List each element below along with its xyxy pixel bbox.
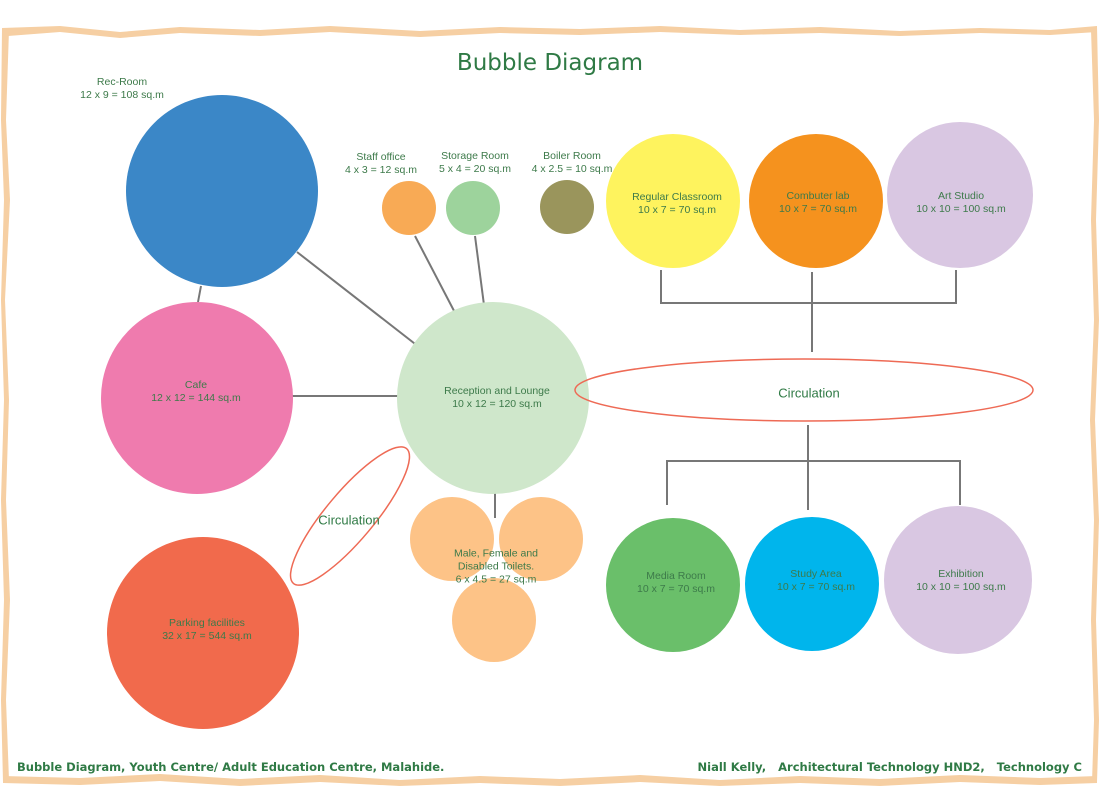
room-name: Male, Female and <box>453 547 539 560</box>
border-top <box>2 26 1097 38</box>
room-name-line2: Disabled Toilets. <box>457 560 535 573</box>
bubble-rec-room[interactable] <box>126 95 318 287</box>
room-area: 10 x 7 = 70 sq.m <box>777 581 855 593</box>
label-toilets: Male, Female and Disabled Toilets. 6 x 4… <box>454 548 538 587</box>
circulation-main-ellipse[interactable] <box>574 358 1034 422</box>
room-area: 10 x 7 = 70 sq.m <box>638 204 716 216</box>
label-computer-lab: Combuter lab 10 x 7 = 70 sq.m <box>779 190 857 216</box>
label-boiler-room: Boiler Room 4 x 2.5 = 10 sq.m <box>532 150 613 176</box>
room-name: Boiler Room <box>543 150 601 162</box>
room-area: 10 x 7 = 70 sq.m <box>637 583 715 595</box>
bubble-exhibition[interactable] <box>884 506 1032 654</box>
bubble-boiler-room[interactable] <box>540 180 594 234</box>
room-area: 10 x 12 = 120 sq.m <box>452 398 542 410</box>
bubble-reception[interactable] <box>397 302 589 494</box>
label-storage-room: Storage Room 5 x 4 = 20 sq.m <box>439 150 511 176</box>
bubbles <box>101 95 1033 729</box>
room-area: 10 x 10 = 100 sq.m <box>916 581 1006 593</box>
room-name: Study Area <box>790 568 842 580</box>
room-area: 4 x 3 = 12 sq.m <box>344 164 418 176</box>
room-area: 32 x 17 = 544 sq.m <box>162 630 252 642</box>
bubble-toilet-3[interactable] <box>452 578 536 662</box>
label-exhibition: Exhibition 10 x 10 = 100 sq.m <box>916 568 1006 594</box>
room-name: Reception and Lounge <box>444 385 550 397</box>
circulation-main-label: Circulation <box>778 385 840 401</box>
connector-rec-cafe <box>197 285 202 303</box>
circulation-diagonal-label: Circulation <box>318 512 380 528</box>
label-cafe: Cafe 12 x 12 = 144 sq.m <box>151 379 241 405</box>
label-parking: Parking facilities 32 x 17 = 544 sq.m <box>162 617 252 643</box>
connector-bottom-rooms <box>666 460 961 505</box>
label-rec-room: Rec-Room 12 x 9 = 108 sq.m <box>80 76 164 102</box>
border-left <box>1 28 10 782</box>
bubble-art-studio[interactable] <box>887 122 1033 268</box>
room-name: Staff office <box>356 151 406 163</box>
room-area: 6 x 4.5 = 27 sq.m <box>455 573 537 586</box>
circulation-diagonal-ellipse[interactable] <box>275 433 425 599</box>
sketch-border <box>1 26 1099 786</box>
bubble-regular-classroom[interactable] <box>606 134 740 268</box>
bubble-study-area[interactable] <box>745 517 879 651</box>
room-name: Parking facilities <box>169 617 245 629</box>
bubble-toilet-1[interactable] <box>410 497 494 581</box>
room-name: Media Room <box>646 570 706 582</box>
footer-author-info: Niall Kelly, Architectural Technology HN… <box>697 760 1082 774</box>
room-area: 10 x 7 = 70 sq.m <box>779 203 857 215</box>
room-area: 12 x 12 = 144 sq.m <box>151 392 241 404</box>
label-reception: Reception and Lounge 10 x 12 = 120 sq.m <box>444 385 550 411</box>
bubble-toilet-2[interactable] <box>499 497 583 581</box>
room-area: 12 x 9 = 108 sq.m <box>80 89 164 101</box>
room-name: Regular Classroom <box>632 191 722 203</box>
diagram-title: Bubble Diagram <box>456 50 644 76</box>
room-name: Exhibition <box>938 568 984 580</box>
bubble-media-room[interactable] <box>606 518 740 652</box>
bubble-cafe[interactable] <box>101 302 293 494</box>
room-area: 4 x 2.5 = 10 sq.m <box>531 163 613 175</box>
room-area: 10 x 10 = 100 sq.m <box>916 203 1006 215</box>
room-name: Storage Room <box>441 150 509 162</box>
label-media-room: Media Room 10 x 7 = 70 sq.m <box>637 570 715 596</box>
label-staff-office: Staff office 4 x 3 = 12 sq.m <box>345 151 417 177</box>
room-name: Rec-Room <box>96 76 148 88</box>
label-study-area: Study Area 10 x 7 = 70 sq.m <box>777 568 855 594</box>
room-name: Cafe <box>184 379 208 391</box>
room-area: 5 x 4 = 20 sq.m <box>438 163 512 175</box>
label-art-studio: Art Studio 10 x 10 = 100 sq.m <box>916 190 1006 216</box>
label-regular-classroom: Regular Classroom 10 x 7 = 70 sq.m <box>632 191 722 217</box>
bubble-storage-room[interactable] <box>446 181 500 235</box>
border-bottom <box>3 774 1097 786</box>
border-right <box>1090 26 1099 782</box>
circulation-zones <box>275 358 1034 599</box>
bubble-parking[interactable] <box>107 537 299 729</box>
bubble-computer-lab[interactable] <box>749 134 883 268</box>
footer-project-title: Bubble Diagram, Youth Centre/ Adult Educ… <box>17 760 445 774</box>
connector-rec-reception <box>296 251 429 355</box>
connector-top-rooms <box>660 270 957 304</box>
room-name: Combuter lab <box>786 190 850 202</box>
room-name: Art Studio <box>937 190 985 202</box>
bubble-staff-office[interactable] <box>382 181 436 235</box>
